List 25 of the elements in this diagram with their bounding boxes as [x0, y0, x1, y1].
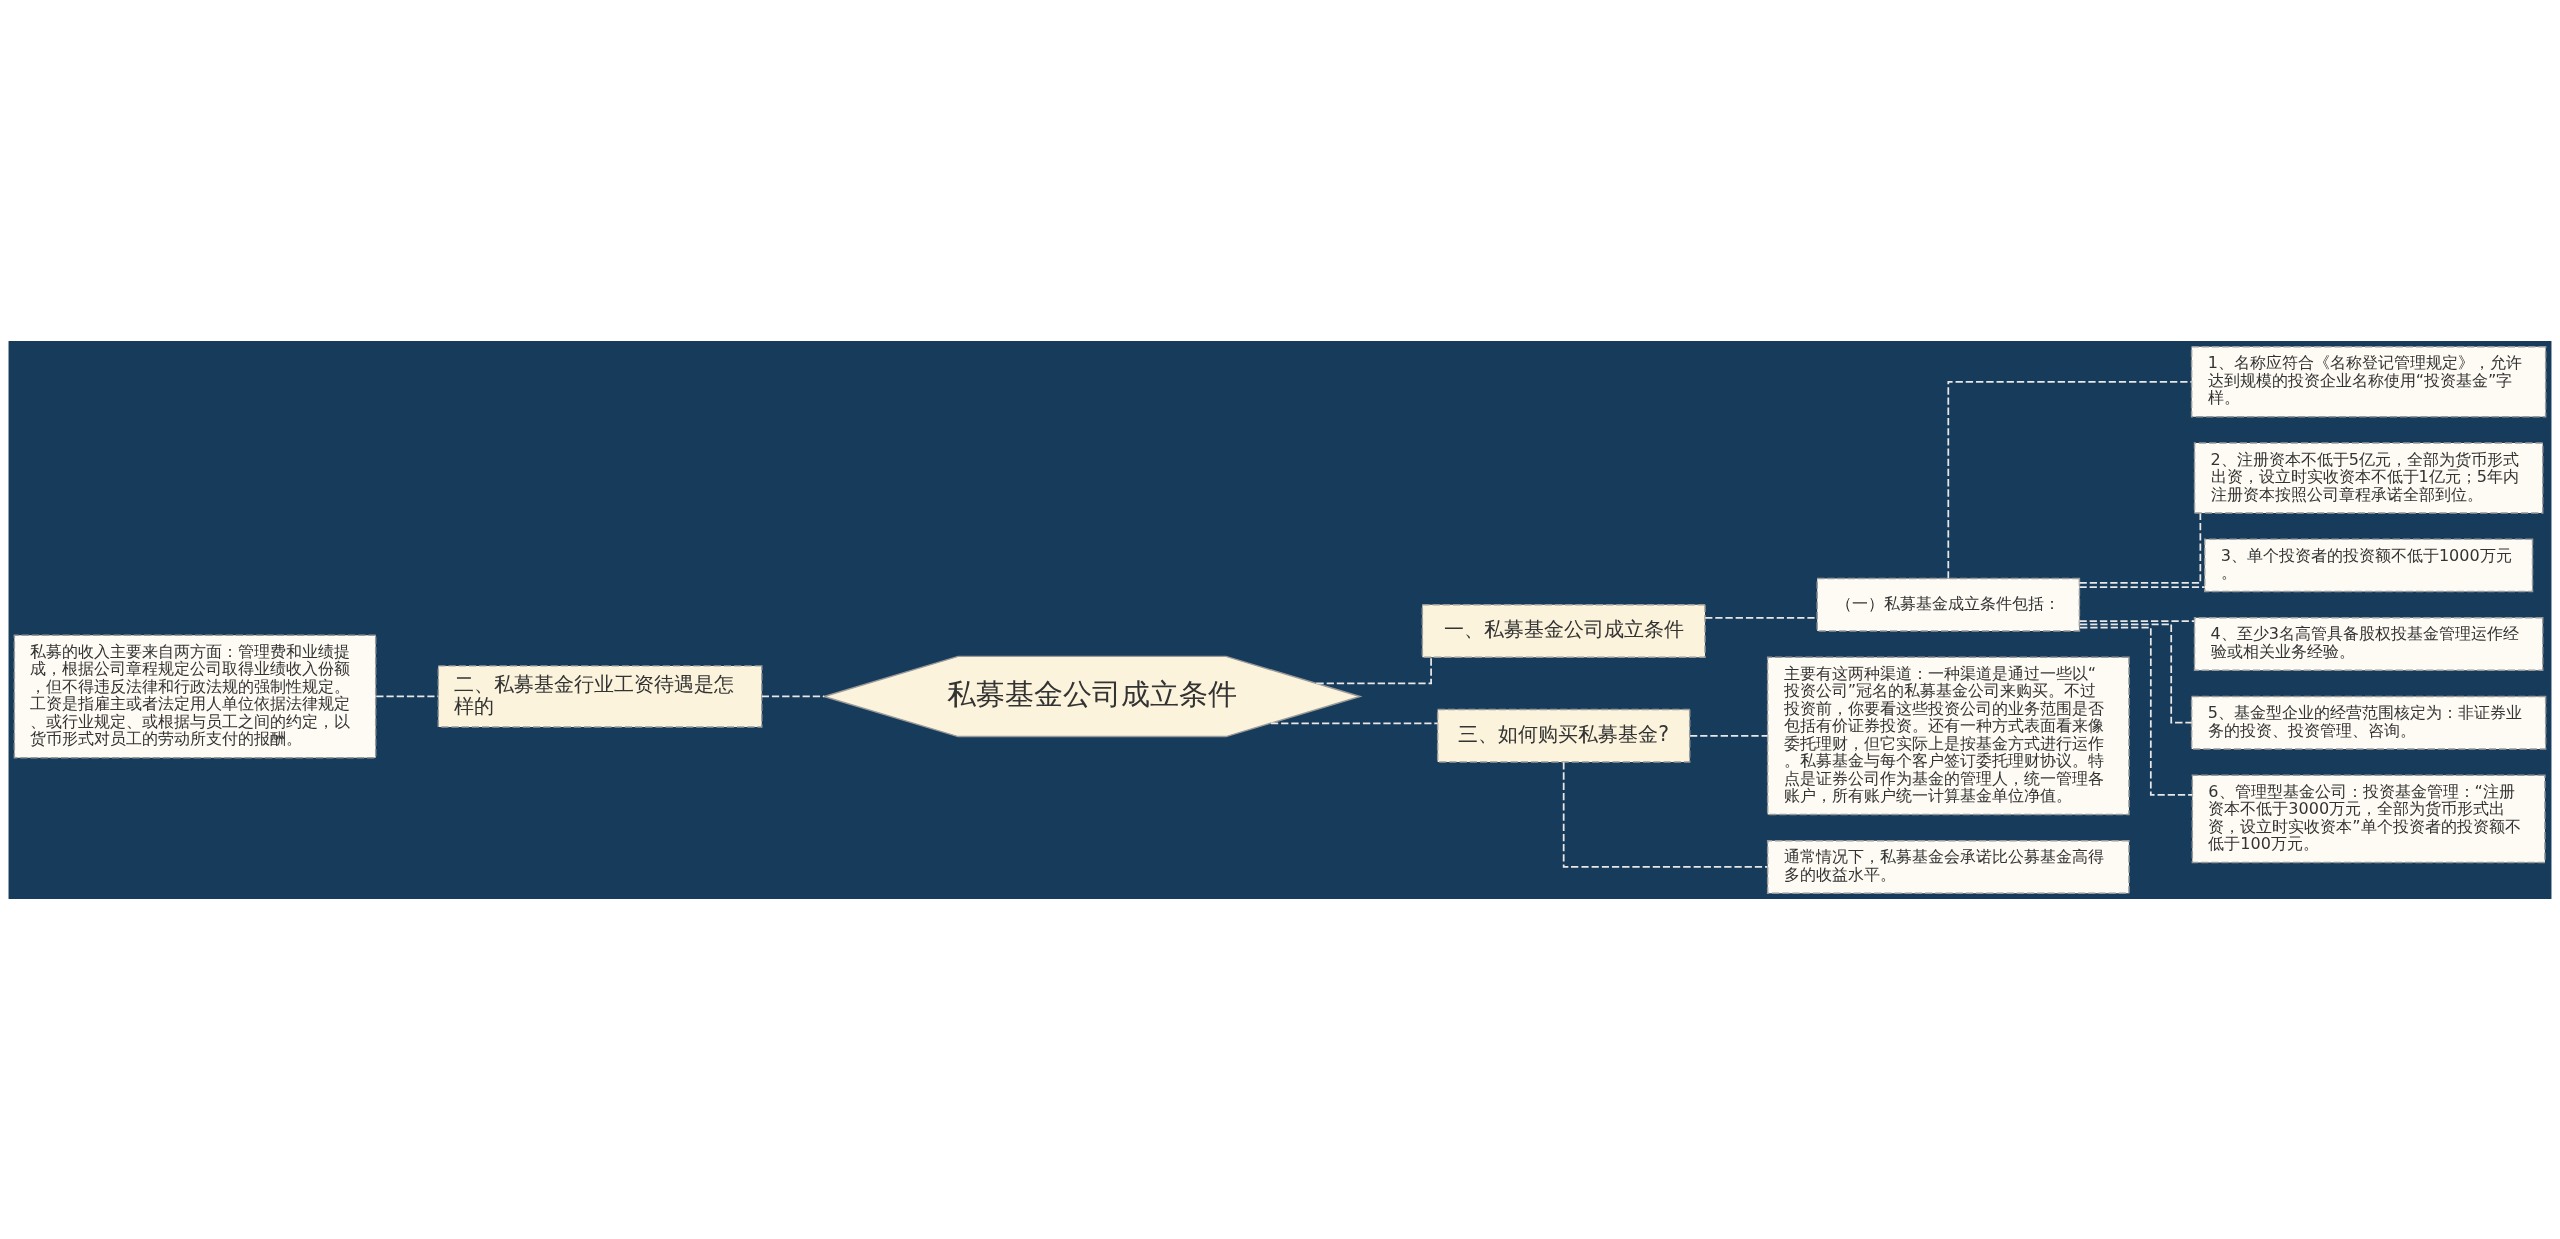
node-box: 私募的收入主要来自两方面：管理费和业绩提成，根据公司章程规定公司取得业绩收入份额，但不得违反法律和行政法规的强制性规定。工资是指雇主或者法定用人单位依据法律规定、或行业规定、或根据与员工之间的约定，以货币形式对员工的劳动所支付的报酬。	[13, 634, 377, 758]
connector	[375, 695, 440, 697]
node-box: 二、私募基金行业工资待遇是怎样的	[437, 664, 763, 728]
connector	[2078, 512, 2202, 584]
node-box: 1、名称应符合《名称登记管理规定》，允许达到规模的投资企业名称使用“投资基金”字样。	[2190, 345, 2547, 417]
connector	[760, 695, 826, 697]
node-box: 6、管理型基金公司：投资基金管理：“注册资本不低于3000万元，全部为货币形式出资，设立时实收资本”单个投资者的投资额不低于100万元。	[2191, 773, 2546, 863]
node-box: 通常情况下，私募基金会承诺比公募基金高得多的收益水平。	[1766, 839, 2130, 894]
connector	[1947, 380, 2193, 579]
connector	[1562, 761, 1769, 868]
connector	[1270, 721, 1439, 724]
connector	[2078, 619, 2196, 622]
node-box: 2、注册资本不低于5亿元，全部为货币形式出资，设立时实收资本不低于1亿元；5年内注册资本按照公司章程承诺全部到位。	[2193, 441, 2544, 514]
node-box: 4、至少3名高管具备股权投基金管理运作经验或相关业务经验。	[2193, 616, 2544, 671]
node-box: 三、如何购买私募基金?	[1436, 708, 1691, 763]
connector	[2078, 585, 2206, 588]
connector	[1704, 616, 1818, 619]
connector	[1689, 734, 1769, 737]
node-box: 3、单个投资者的投资额不低于1000万元。	[2204, 537, 2534, 592]
node-box: 5、基金型企业的经营范围核定为：非证券业务的投资、投资管理、咨询。	[2190, 695, 2547, 750]
connector	[2079, 623, 2193, 724]
connector	[2079, 626, 2194, 796]
node-box: 一、私募基金公司成立条件	[1421, 603, 1706, 658]
node-box: （一）私募基金成立条件包括：	[1816, 577, 2081, 632]
node-box: 主要有这两种渠道：一种渠道是通过一些以“投资公司”冠名的私募基金公司来购买。不过投资前，你要看这些投资公司的业务范围是否包括有价证券投资。还有一种方式表面看来像委托理财，但它实际上是按基金方式进行运作。私募基金与每个客户签订委托理财协议。特点是证券公司作为基金的管理人，统一管理各账户，所有账户统一计算基金单位净值。	[1766, 655, 2130, 815]
